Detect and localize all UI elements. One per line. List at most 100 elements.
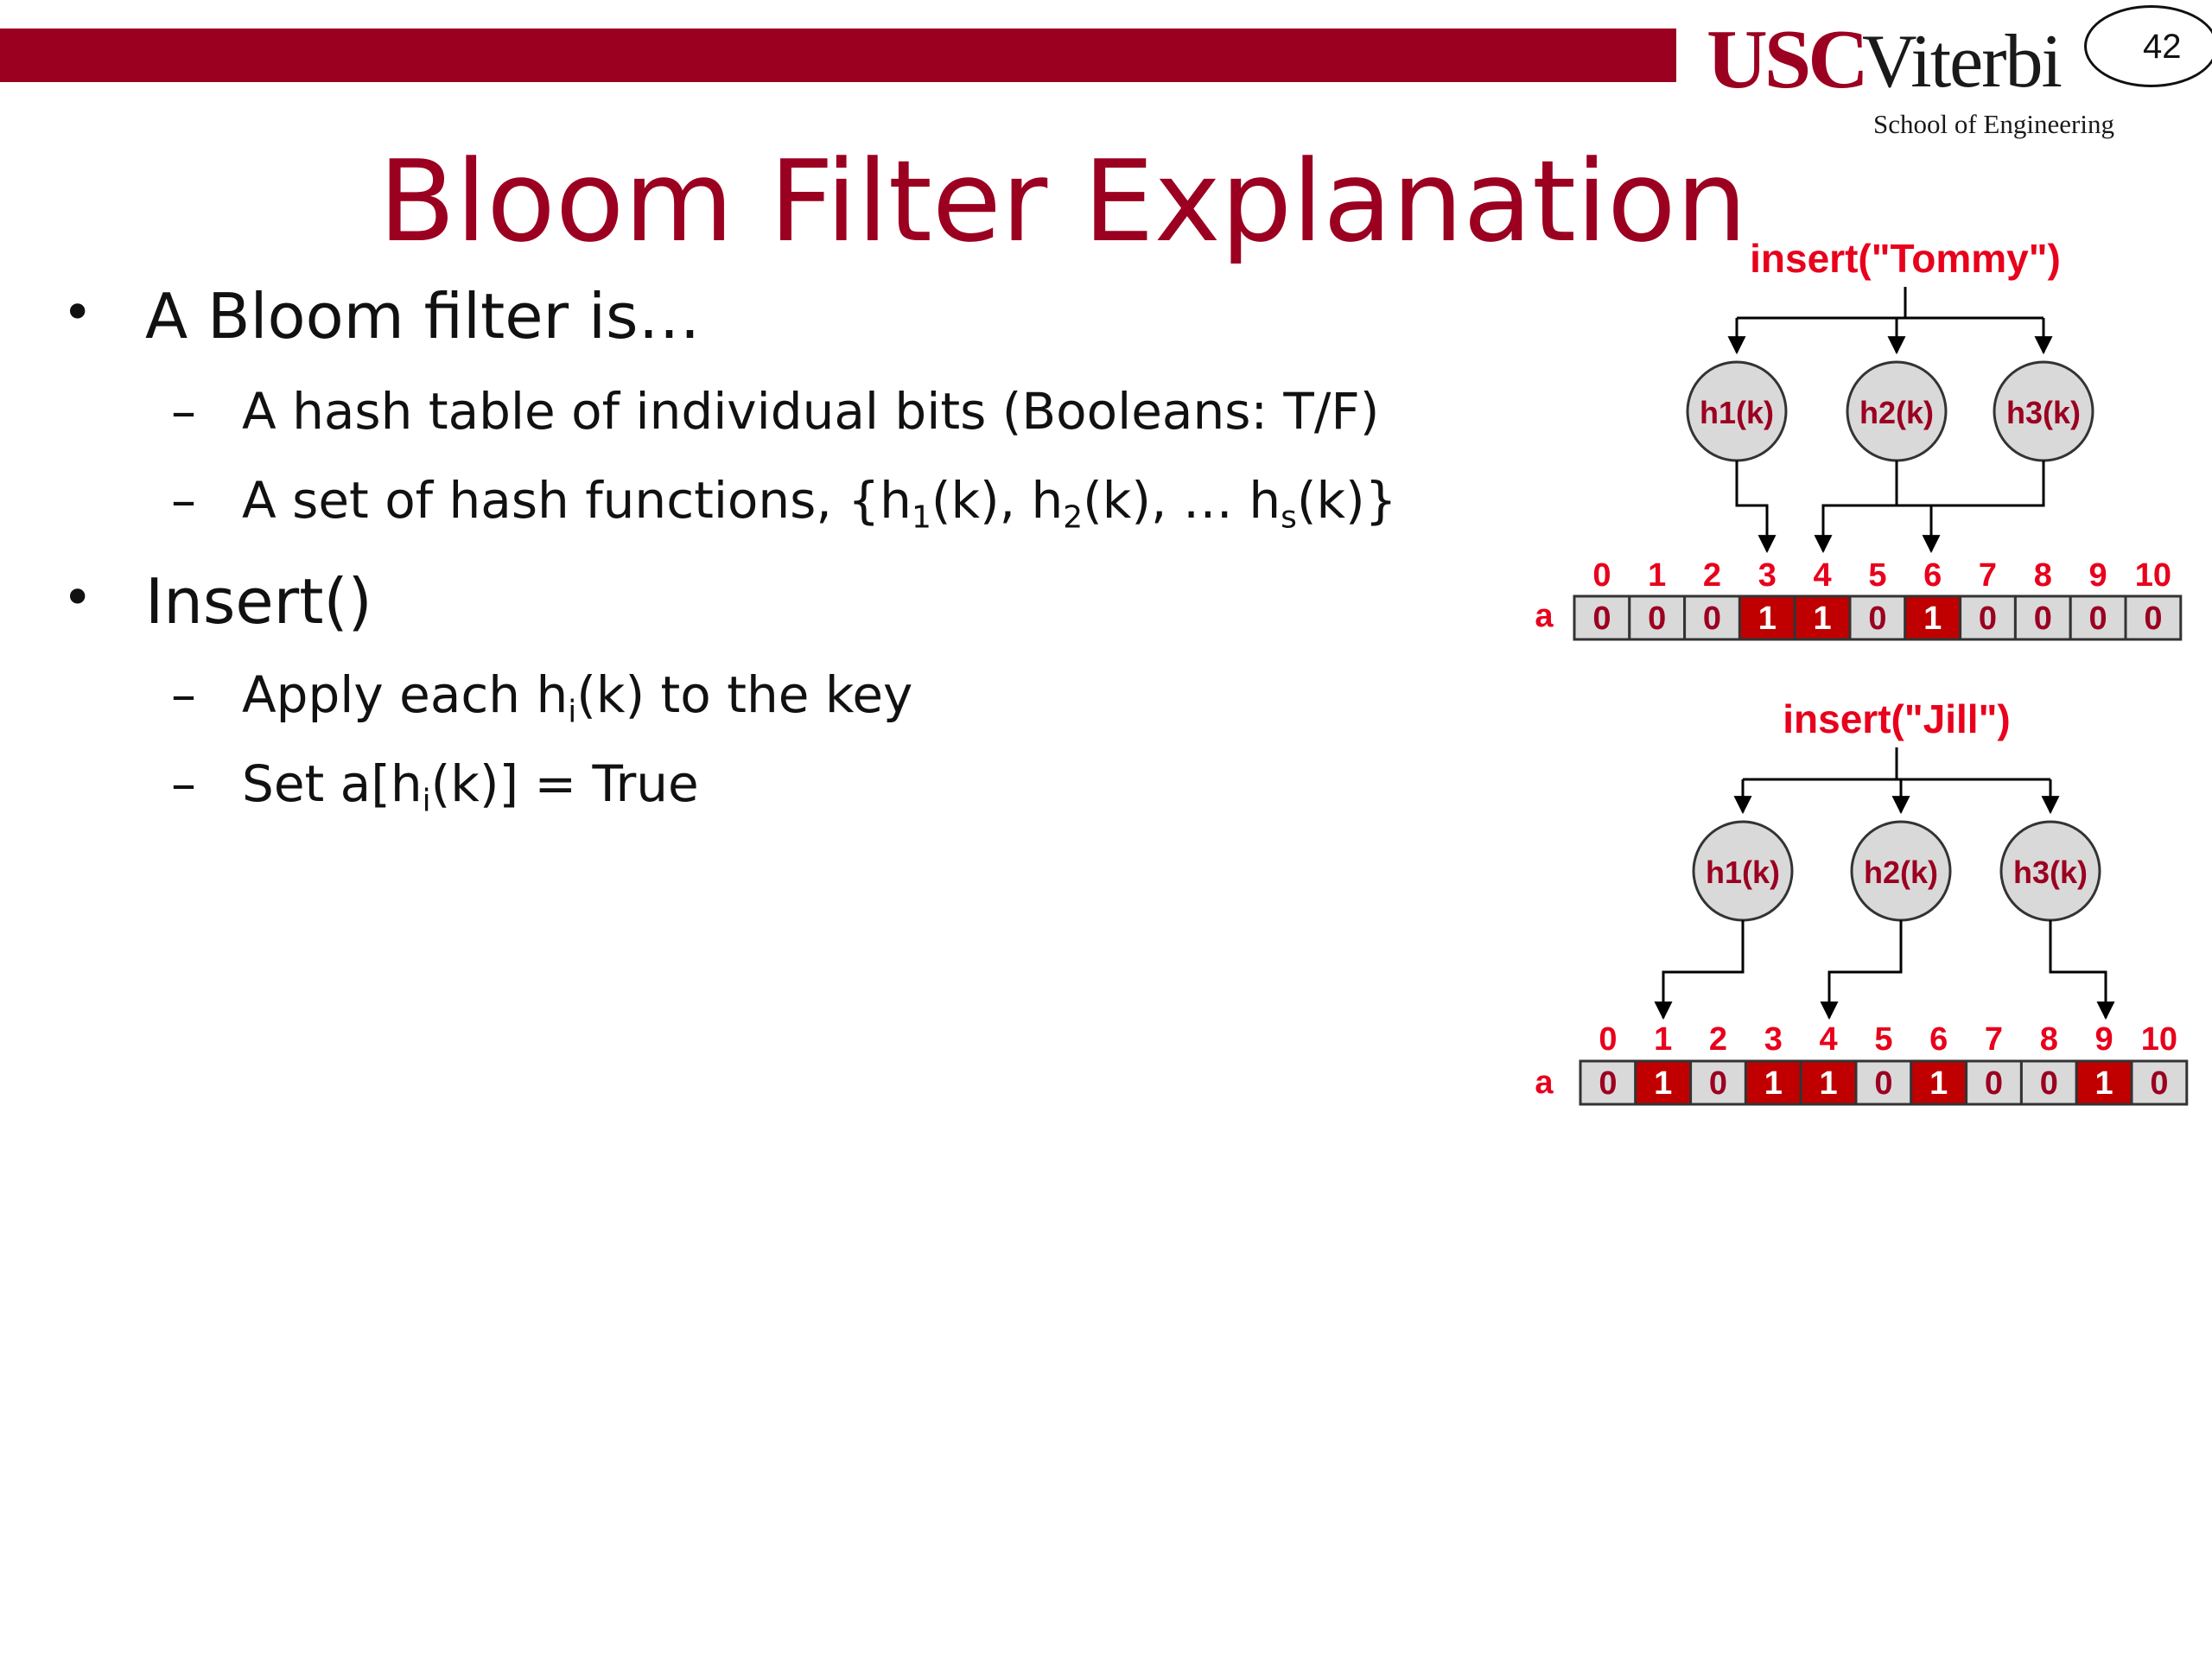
hash-function-h3: h3(k) — [1999, 820, 2101, 922]
bit-cell — [2124, 594, 2183, 641]
bit-value: 0 — [2034, 601, 2052, 637]
bit-value: 0 — [1868, 601, 1886, 637]
fanout-lines — [1733, 747, 2060, 815]
bit-cell — [2069, 594, 2127, 641]
dash-marker: – — [171, 471, 196, 530]
svg-text:h3(k): h3(k) — [2006, 395, 2081, 430]
bit-cell — [1848, 594, 1907, 641]
svg-text:h3(k): h3(k) — [2013, 855, 2088, 890]
page-number-oval — [2084, 5, 2212, 87]
bit-value: 0 — [1979, 601, 1997, 637]
insert-label: insert("Jill") — [1783, 696, 2010, 741]
bit-cell — [1744, 1059, 1802, 1106]
hash-function-h1: h1(k) — [1692, 820, 1794, 922]
sub-bullet-hash-table: A hash table of individual bits (Boolean… — [242, 382, 1380, 441]
bit-index: 2 — [1703, 557, 1721, 594]
bit-value: 0 — [1709, 1065, 1727, 1102]
bit-cell — [1904, 594, 1962, 641]
bit-value: 1 — [1764, 1065, 1783, 1102]
dash-marker: – — [171, 665, 196, 724]
bit-index: 1 — [1648, 557, 1666, 594]
page-number: 42 — [2143, 28, 2182, 66]
bullet-marker: • — [62, 568, 93, 628]
bit-cell — [2130, 1059, 2189, 1106]
bit-index: 3 — [1764, 1021, 1783, 1058]
bit-index: 4 — [1814, 557, 1832, 594]
bit-index: 4 — [1820, 1021, 1838, 1058]
hash-output-arrows — [1735, 461, 2045, 554]
bit-value: 0 — [1874, 1065, 1892, 1102]
svg-text:h1(k): h1(k) — [1706, 855, 1780, 890]
insert-label: insert("Tommy") — [1750, 236, 2061, 281]
hash-output-arrows — [1654, 920, 2115, 1020]
bit-value: 0 — [2040, 1065, 2058, 1102]
bit-index: 6 — [1923, 557, 1942, 594]
bit-value: 1 — [1929, 1065, 1948, 1102]
bit-value: 0 — [1985, 1065, 2003, 1102]
bit-index: 7 — [1979, 557, 1997, 594]
bit-value: 1 — [1923, 601, 1942, 637]
bit-index: 9 — [2095, 1021, 2113, 1058]
bit-index: 0 — [1592, 557, 1611, 594]
hash-function-h1: h1(k) — [1686, 360, 1788, 462]
bit-cell — [2019, 1059, 2078, 1106]
hash-function-h2: h2(k) — [1850, 820, 1952, 922]
bit-cell — [1854, 1059, 1913, 1106]
header-bar — [0, 29, 1676, 82]
bit-value: 0 — [2150, 1065, 2168, 1102]
bit-value: 0 — [1592, 601, 1611, 637]
svg-text:h2(k): h2(k) — [1859, 395, 1934, 430]
dash-marker: – — [171, 754, 196, 813]
bit-index: 2 — [1709, 1021, 1727, 1058]
bit-cell — [1793, 594, 1852, 641]
bullet-marker: • — [62, 283, 93, 343]
bit-value: 0 — [2089, 601, 2107, 637]
bit-index: 0 — [1599, 1021, 1617, 1058]
sub-bullet-hash-functions: A set of hash functions, {h1(k), h2(k), … — [242, 471, 1397, 536]
bit-index: 8 — [2040, 1021, 2058, 1058]
dash-marker: – — [171, 382, 196, 441]
sub-bullet-apply-hash: Apply each hi(k) to the key — [242, 665, 913, 730]
bit-index: 3 — [1758, 557, 1777, 594]
bit-value: 1 — [1814, 601, 1832, 637]
bit-value: 1 — [1758, 601, 1777, 637]
bit-value: 0 — [1599, 1065, 1617, 1102]
bit-index: 9 — [2089, 557, 2107, 594]
bit-cell — [1689, 1059, 1747, 1106]
bit-value: 0 — [2144, 601, 2162, 637]
bit-value: 0 — [1703, 601, 1721, 637]
diagram-insert-jill: insert("Jill") h1(k) h2(k) h3(k) a 00110… — [1535, 696, 2189, 1106]
logo-viterbi: Viterbi — [1862, 20, 2063, 104]
bit-cell — [1738, 594, 1796, 641]
bit-cell — [1628, 594, 1687, 641]
hash-function-h2: h2(k) — [1846, 360, 1948, 462]
bit-index: 5 — [1868, 557, 1886, 594]
bit-cell — [1683, 594, 1741, 641]
bit-index: 8 — [2034, 557, 2052, 594]
sub-bullet-set-true: Set a[hi(k)] = True — [242, 754, 699, 819]
bit-cell — [2013, 594, 2072, 641]
bit-index: 5 — [1874, 1021, 1892, 1058]
bit-value: 1 — [1654, 1065, 1672, 1102]
bit-index: 6 — [1929, 1021, 1948, 1058]
logo-school: School of Engineering — [1873, 109, 2114, 139]
array-label: a — [1535, 598, 1554, 634]
array-label: a — [1535, 1065, 1554, 1101]
bullet-what-is: A Bloom filter is… — [145, 280, 701, 353]
bit-cell — [1634, 1059, 1693, 1106]
hash-function-h3: h3(k) — [1993, 360, 2094, 462]
bit-value: 1 — [1820, 1065, 1838, 1102]
svg-text:h2(k): h2(k) — [1864, 855, 1938, 890]
slide-title: Bloom Filter Explanation — [378, 136, 1748, 267]
bit-value: 0 — [1648, 601, 1666, 637]
bit-cell — [1965, 1059, 2023, 1106]
bit-index: 10 — [2135, 557, 2171, 594]
svg-text:h1(k): h1(k) — [1700, 395, 1774, 430]
bit-index: 1 — [1654, 1021, 1672, 1058]
bit-index: 7 — [1985, 1021, 2003, 1058]
bit-index: 10 — [2141, 1021, 2177, 1058]
